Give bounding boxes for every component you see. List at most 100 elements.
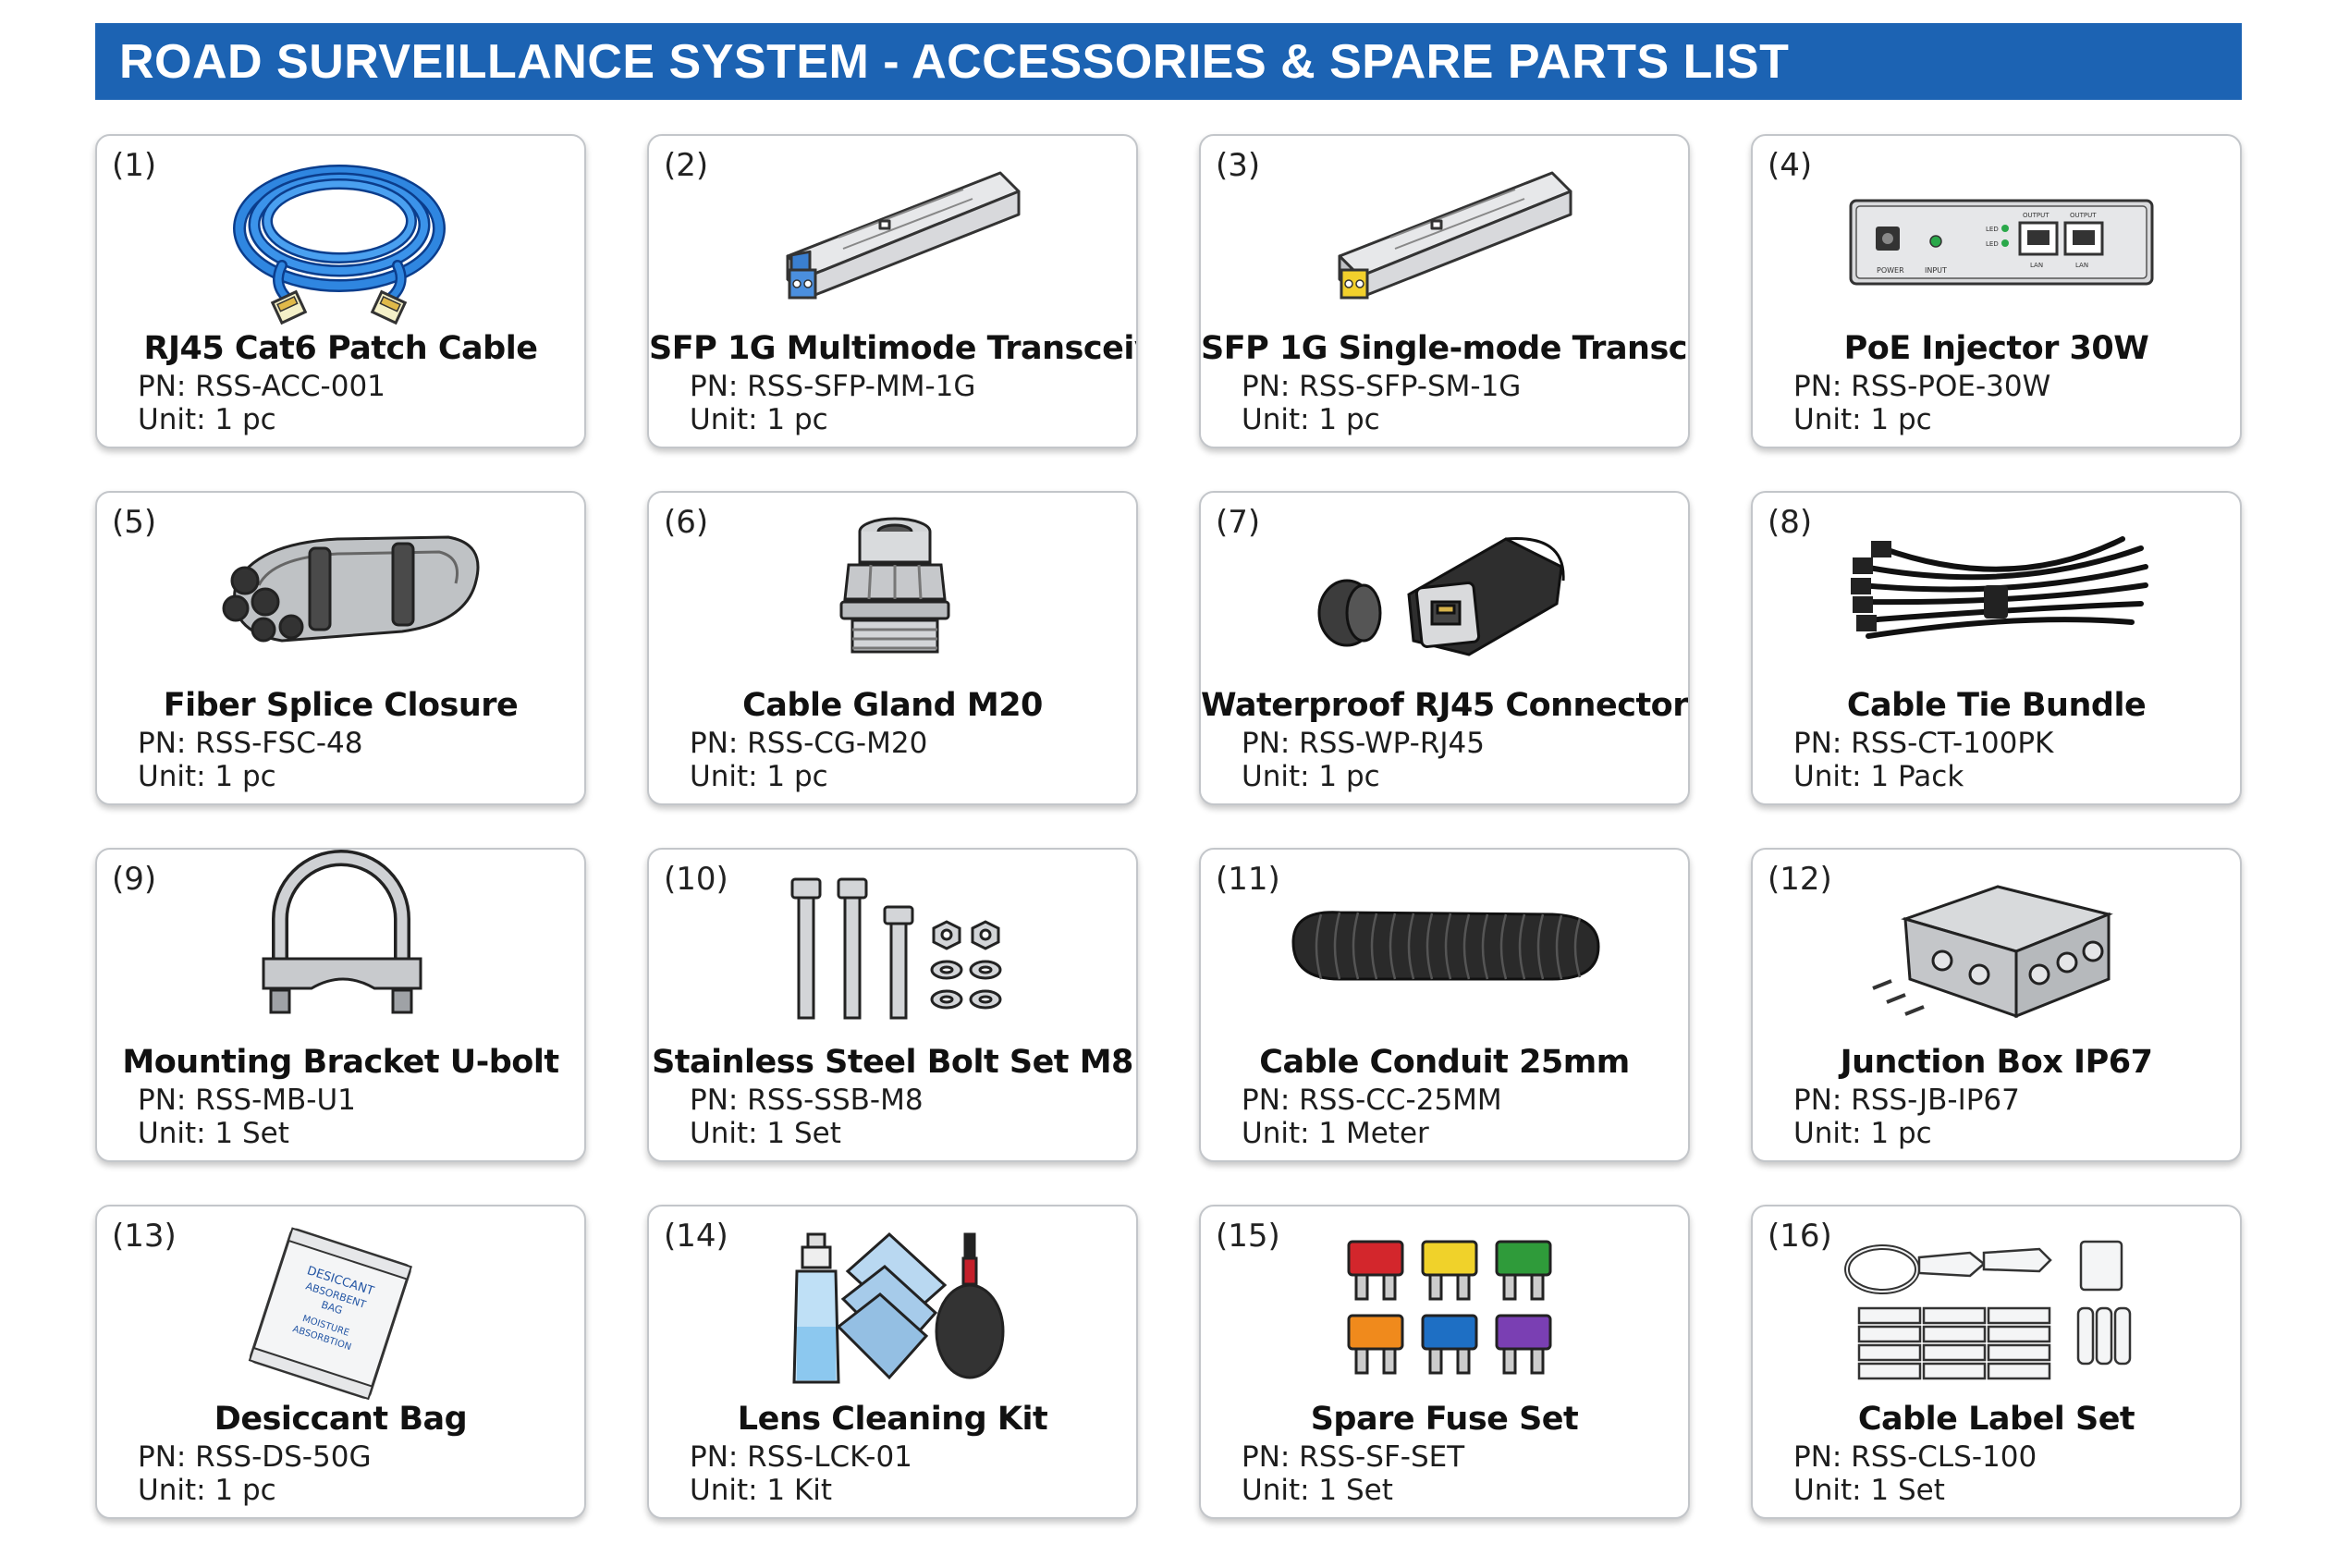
part-unit: Unit: 1 pc [690,403,828,436]
lens-kit-icon [649,1207,1136,1412]
part-number: PN: RSS-DS-50G [138,1440,372,1474]
part-name: Waterproof RJ45 Connector [1201,687,1688,724]
part-name: Junction Box IP67 [1840,1044,2153,1081]
part-number: PN: RSS-CC-25MM [1242,1084,1502,1117]
conduit-icon [1201,850,1688,1055]
item-number: (1) [112,147,157,184]
part-card[interactable]: (15) Spare Fuse Set PN: RSS-SF-SET Unit:… [1199,1205,1690,1519]
fuse-set-icon [1201,1207,1688,1412]
item-number: (2) [664,147,709,184]
poe-injector-icon: POWER INPUT OUTPUT OUTPUT LED LED LAN LA… [1753,136,2240,341]
part-number: PN: RSS-ACC-001 [138,370,385,403]
part-card[interactable]: (2) SFP 1G Multimode Transceiver PN: RSS… [647,134,1138,448]
part-name: Spare Fuse Set [1310,1401,1579,1438]
part-card[interactable]: (1) RJ45 Cat6 Patch Cable PN: RSS-ACC-00… [95,134,586,448]
part-card[interactable]: (12) Junction Box IP67 PN: RSS-JB-IP67 U… [1751,848,2242,1162]
part-name: Cable Tie Bundle [1846,687,2147,724]
cable-gland-icon [649,493,1136,698]
part-number: PN: RSS-SF-SET [1242,1440,1465,1474]
u-bolt-icon [97,850,584,1055]
item-number: (4) [1768,147,1813,184]
item-number: (9) [112,861,157,898]
item-number: (10) [664,861,728,898]
part-number: PN: RSS-SFP-SM-1G [1242,370,1522,403]
part-card[interactable]: (3) SFP 1G Single-mode Transceiver PN: R… [1199,134,1690,448]
part-card[interactable]: POWER INPUT OUTPUT OUTPUT LED LED LAN LA… [1751,134,2242,448]
part-name: Desiccant Bag [214,1401,468,1438]
part-card[interactable]: (6) Cable Gland M20 PN: RSS-CG-M20 Unit:… [647,491,1138,805]
part-name: RJ45 Cat6 Patch Cable [143,330,538,367]
part-unit: Unit: 1 pc [138,403,276,436]
sfp-multimode-icon [649,136,1136,341]
part-name: Fiber Splice Closure [163,687,519,724]
part-unit: Unit: 1 Pack [1793,760,1964,793]
splice-closure-icon [97,493,584,698]
desiccant-bag-icon: DESICCANT ABSORBENT BAG MOISTURE ABSORBT… [97,1207,584,1412]
poe-led-label: LED [1986,240,1999,248]
poe-output-label: OUTPUT [2070,212,2097,219]
item-number: (5) [112,504,157,541]
part-card[interactable]: (11) Cable Conduit 25mm PN: RSS-CC-25MM … [1199,848,1690,1162]
cable-ties-icon [1753,493,2240,698]
part-unit: Unit: 1 pc [1793,1117,1932,1150]
item-number: (11) [1216,861,1280,898]
item-number: (16) [1768,1218,1832,1255]
poe-port-label: LAN [2030,262,2043,269]
part-name: PoE Injector 30W [1843,330,2149,367]
part-number: PN: RSS-CLS-100 [1793,1440,2037,1474]
part-unit: Unit: 1 Set [138,1117,289,1150]
item-number: (7) [1216,504,1261,541]
part-card[interactable]: (5) Fiber Splice Closure PN: RSS-FSC-48 … [95,491,586,805]
part-card[interactable]: (10) Stainless Steel Bolt Set M8 PN: RSS… [647,848,1138,1162]
part-name: Stainless Steel Bolt Set M8 [652,1044,1133,1081]
junction-box-icon [1753,850,2240,1055]
part-unit: Unit: 1 pc [1242,760,1380,793]
part-number: PN: RSS-LCK-01 [690,1440,912,1474]
poe-port-label: LAN [2075,262,2088,269]
item-number: (8) [1768,504,1813,541]
part-number: PN: RSS-SFP-MM-1G [690,370,976,403]
parts-grid: (1) RJ45 Cat6 Patch Cable PN: RSS-ACC-00… [95,134,2242,1521]
part-name: SFP 1G Multimode Transceiver [649,330,1138,367]
poe-input-label: INPUT [1925,266,1947,275]
part-number: PN: RSS-MB-U1 [138,1084,356,1117]
cable-labels-icon [1753,1207,2240,1412]
item-number: (6) [664,504,709,541]
part-name: Mounting Bracket U-bolt [122,1044,559,1081]
part-unit: Unit: 1 Set [1793,1474,1945,1507]
part-card[interactable]: (7) Waterproof RJ45 Connector PN: RSS-WP… [1199,491,1690,805]
part-number: PN: RSS-CG-M20 [690,727,928,760]
part-number: PN: RSS-SSB-M8 [690,1084,924,1117]
part-unit: Unit: 1 pc [138,760,276,793]
poe-output-label: OUTPUT [2023,212,2049,219]
part-card[interactable]: (14) Lens Cleaning Kit PN: RSS-LCK-01 Un… [647,1205,1138,1519]
part-card[interactable]: DESICCANT ABSORBENT BAG MOISTURE ABSORBT… [95,1205,586,1519]
part-number: PN: RSS-POE-30W [1793,370,2051,403]
part-number: PN: RSS-FSC-48 [138,727,363,760]
part-unit: Unit: 1 pc [1242,403,1380,436]
part-card[interactable]: (9) Mounting Bracket U-bolt PN: RSS-MB-U… [95,848,586,1162]
part-unit: Unit: 1 Meter [1242,1117,1429,1150]
item-number: (13) [112,1218,177,1255]
part-name: Cable Gland M20 [742,687,1043,724]
part-name: Cable Label Set [1857,1401,2135,1438]
part-card[interactable]: (16) Cable Label Set PN: RSS-CLS-100 Uni… [1751,1205,2242,1519]
sfp-singlemode-icon [1201,136,1688,341]
part-name: Lens Cleaning Kit [737,1401,1048,1438]
part-unit: Unit: 1 pc [690,760,828,793]
item-number: (15) [1216,1218,1280,1255]
part-number: PN: RSS-WP-RJ45 [1242,727,1485,760]
part-number: PN: RSS-CT-100PK [1793,727,2054,760]
part-card[interactable]: (8) Cable Tie Bundle PN: RSS-CT-100PK Un… [1751,491,2242,805]
part-unit: Unit: 1 Kit [690,1474,833,1507]
part-name: Cable Conduit 25mm [1259,1044,1630,1081]
page-title: ROAD SURVEILLANCE SYSTEM - ACCESSORIES &… [95,23,2242,100]
part-name: SFP 1G Single-mode Transceiver [1201,330,1688,367]
part-unit: Unit: 1 pc [1793,403,1932,436]
patch-cable-icon [97,136,584,341]
item-number: (14) [664,1218,728,1255]
item-number: (3) [1216,147,1261,184]
part-unit: Unit: 1 Set [1242,1474,1393,1507]
part-unit: Unit: 1 Set [690,1117,841,1150]
bolt-set-icon [649,850,1136,1055]
